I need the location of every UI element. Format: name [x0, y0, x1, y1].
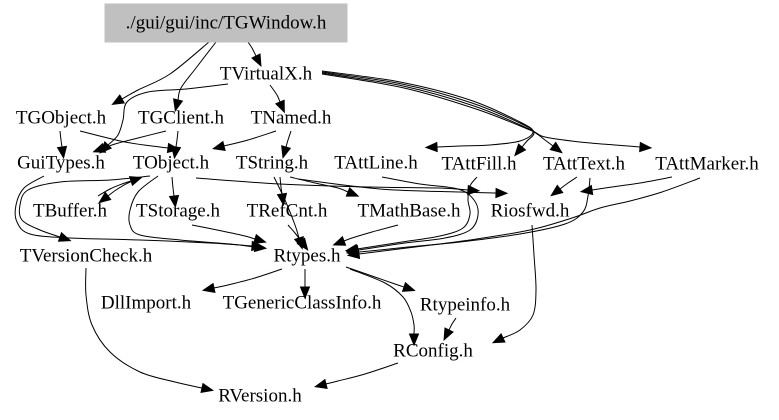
arrowhead-Rtypes-TGenericClassInfo: [299, 286, 311, 300]
node-RConfig[interactable]: RConfig.h: [393, 341, 473, 362]
arrowhead-TRefCnt-Rtypes: [296, 237, 309, 251]
edge-Rtypes-DllImport: [213, 268, 283, 289]
edge-TVirtualX-TAttFill: [321, 71, 535, 148]
node-box-TGWindow: [104, 3, 348, 43]
arrowhead-TVirtualX-TAttFill: [514, 143, 527, 157]
edge-TRefCnt-Rtypes: [287, 224, 302, 242]
edge-TObject-TVersionCheck: [18, 175, 151, 238]
arrowhead-RConfig-RVersion: [314, 378, 328, 389]
arrowhead-TString-Riosfwd: [495, 187, 509, 199]
arrowhead-Rtypes-Rtypeinfo: [401, 281, 416, 292]
arrowhead-TNamed-TString: [281, 145, 292, 159]
edge-TGClient-GuiTypes: [103, 130, 167, 149]
arrowhead-TNamed-TObject: [212, 140, 226, 151]
arrowhead-TString-TMathBase: [345, 186, 360, 197]
node-TAttLine[interactable]: TAttLine.h: [334, 153, 418, 174]
edge-TVirtualX-GuiTypes: [107, 83, 229, 146]
edge-TVirtualX-TAttMarker: [321, 73, 641, 148]
edge-TVirtualX-TAttText: [321, 72, 554, 147]
arrowhead-TObject-TStorage: [168, 194, 180, 209]
arrowhead-TAttMarker-Riosfwd: [579, 184, 594, 196]
edge-GuiTypes-Rtypes: [14, 175, 253, 247]
node-RVersion[interactable]: RVersion.h: [218, 386, 302, 407]
arrowhead-Rtypes-RConfig: [408, 333, 420, 347]
edge-TObject-Riosfwd: [195, 177, 469, 191]
edge-TBuffer-TObject: [97, 180, 132, 197]
node-TGObject[interactable]: TGObject.h: [16, 108, 107, 129]
arrowhead-TVirtualX-TNamed: [274, 99, 285, 114]
node-TGWindow: ./gui/gui/inc/TGWindow.h: [126, 13, 327, 34]
node-TObject[interactable]: TObject.h: [133, 153, 210, 174]
arrowhead-TObject-TVersionCheck: [57, 231, 72, 242]
node-TNamed[interactable]: TNamed.h: [251, 108, 332, 129]
arrowhead-TStorage-Rtypes: [253, 233, 267, 244]
edge-TString-Rtypes: [273, 176, 300, 239]
arrowhead-TGObject-TObject: [166, 142, 181, 154]
arrowhead-TVirtualX-TAttText: [549, 141, 563, 154]
node-TGClient[interactable]: TGClient.h: [138, 108, 225, 129]
arrowhead-TGWindow-TVirtualX: [251, 53, 262, 68]
node-Rtypeinfo[interactable]: Rtypeinfo.h: [420, 295, 511, 316]
edge-TVirtualX-TAttLine: [321, 70, 534, 148]
edge-TGClient-TObject: [175, 130, 179, 148]
edge-TGObject-TObject: [79, 130, 169, 149]
edge-TAttText-Rtypes: [357, 177, 591, 253]
node-TGenericClassInfo[interactable]: TGenericClassInfo.h: [223, 293, 382, 314]
arrowhead-TGWindow-TGClient: [173, 98, 184, 112]
arrowhead-TVirtualX-TAttMarker: [639, 141, 653, 153]
arrowhead-TVersionCheck-RVersion: [200, 382, 215, 394]
edge-Rtypes-Rtypeinfo: [345, 266, 405, 288]
edge-TGWindow-TGClient: [177, 41, 217, 101]
edge-TAttMarker-Rtypes: [358, 177, 701, 255]
arrowhead-Riosfwd-RConfig: [491, 333, 506, 344]
arrowhead-TAttMarker-Rtypes: [346, 248, 361, 260]
node-TRefCnt[interactable]: TRefCnt.h: [247, 201, 328, 222]
node-GuiTypes[interactable]: GuiTypes.h: [17, 153, 105, 174]
node-TBuffer[interactable]: TBuffer.h: [33, 201, 108, 222]
arrowhead-TBuffer-TObject: [128, 176, 143, 187]
edge-TGWindow-TVirtualX: [247, 41, 257, 57]
node-TAttMarker[interactable]: TAttMarker.h: [655, 154, 759, 175]
edge-Rtypes-RConfig: [349, 268, 415, 335]
edge-Rtypeinfo-RConfig: [448, 317, 457, 331]
arrowhead-TObject-Rtypes: [253, 241, 268, 253]
node-TMathBase[interactable]: TMathBase.h: [358, 201, 461, 222]
arrowhead-Rtypes-DllImport: [201, 282, 216, 294]
edge-TVersionCheck-RVersion: [85, 267, 203, 389]
edge-TObject-TStorage: [171, 176, 175, 197]
edge-TObject-Rtypes: [128, 175, 256, 248]
edge-TNamed-TObject: [223, 130, 277, 147]
edge-TString-Riosfwd: [297, 178, 497, 194]
arrowhead-TAttText-Riosfwd: [550, 184, 564, 197]
arrowhead-TMathBase-Rtypes: [332, 235, 347, 246]
edge-TMathBase-Rtypes: [343, 224, 399, 242]
arrowhead-Rtypeinfo-RConfig: [443, 327, 454, 342]
node-TStorage[interactable]: TStorage.h: [136, 201, 220, 222]
arrowhead-TGClient-GuiTypes: [92, 142, 107, 153]
edge-TGObject-GuiTypes: [59, 130, 63, 148]
arrowhead-TGWindow-TGObject: [111, 94, 126, 106]
edge-RConfig-RVersion: [325, 362, 399, 385]
edge-TAttFill-Rtypes: [356, 176, 478, 250]
node-TAttFill[interactable]: TAttFill.h: [441, 154, 517, 175]
edge-TGWindow-TGObject: [121, 41, 210, 100]
node-Rtypes[interactable]: Rtypes.h: [273, 246, 341, 267]
edge-TNamed-TString: [285, 130, 292, 148]
arrowhead-TGObject-GuiTypes: [56, 145, 68, 160]
node-TVirtualX[interactable]: TVirtualX.h: [220, 64, 313, 85]
edge-TStorage-Rtypes: [191, 224, 256, 240]
node-TAttText[interactable]: TAttText.h: [543, 154, 626, 175]
node-TString[interactable]: TString.h: [236, 153, 309, 174]
node-TVersionCheck[interactable]: TVersionCheck.h: [20, 246, 153, 267]
edge-TAttLine-Rtypes: [357, 176, 479, 251]
edge-TAttMarker-Riosfwd: [591, 176, 673, 191]
node-Riosfwd[interactable]: Riosfwd.h: [491, 201, 570, 222]
node-DllImport[interactable]: DllImport.h: [101, 293, 192, 314]
arrowhead-TObject-TBuffer: [98, 191, 112, 204]
edge-Riosfwd-RConfig: [502, 224, 537, 339]
edge-TVirtualX-TNamed: [269, 84, 281, 103]
arrowhead-TVirtualX-TAttLine: [424, 141, 438, 153]
edge-TAttText-Riosfwd: [559, 176, 578, 190]
